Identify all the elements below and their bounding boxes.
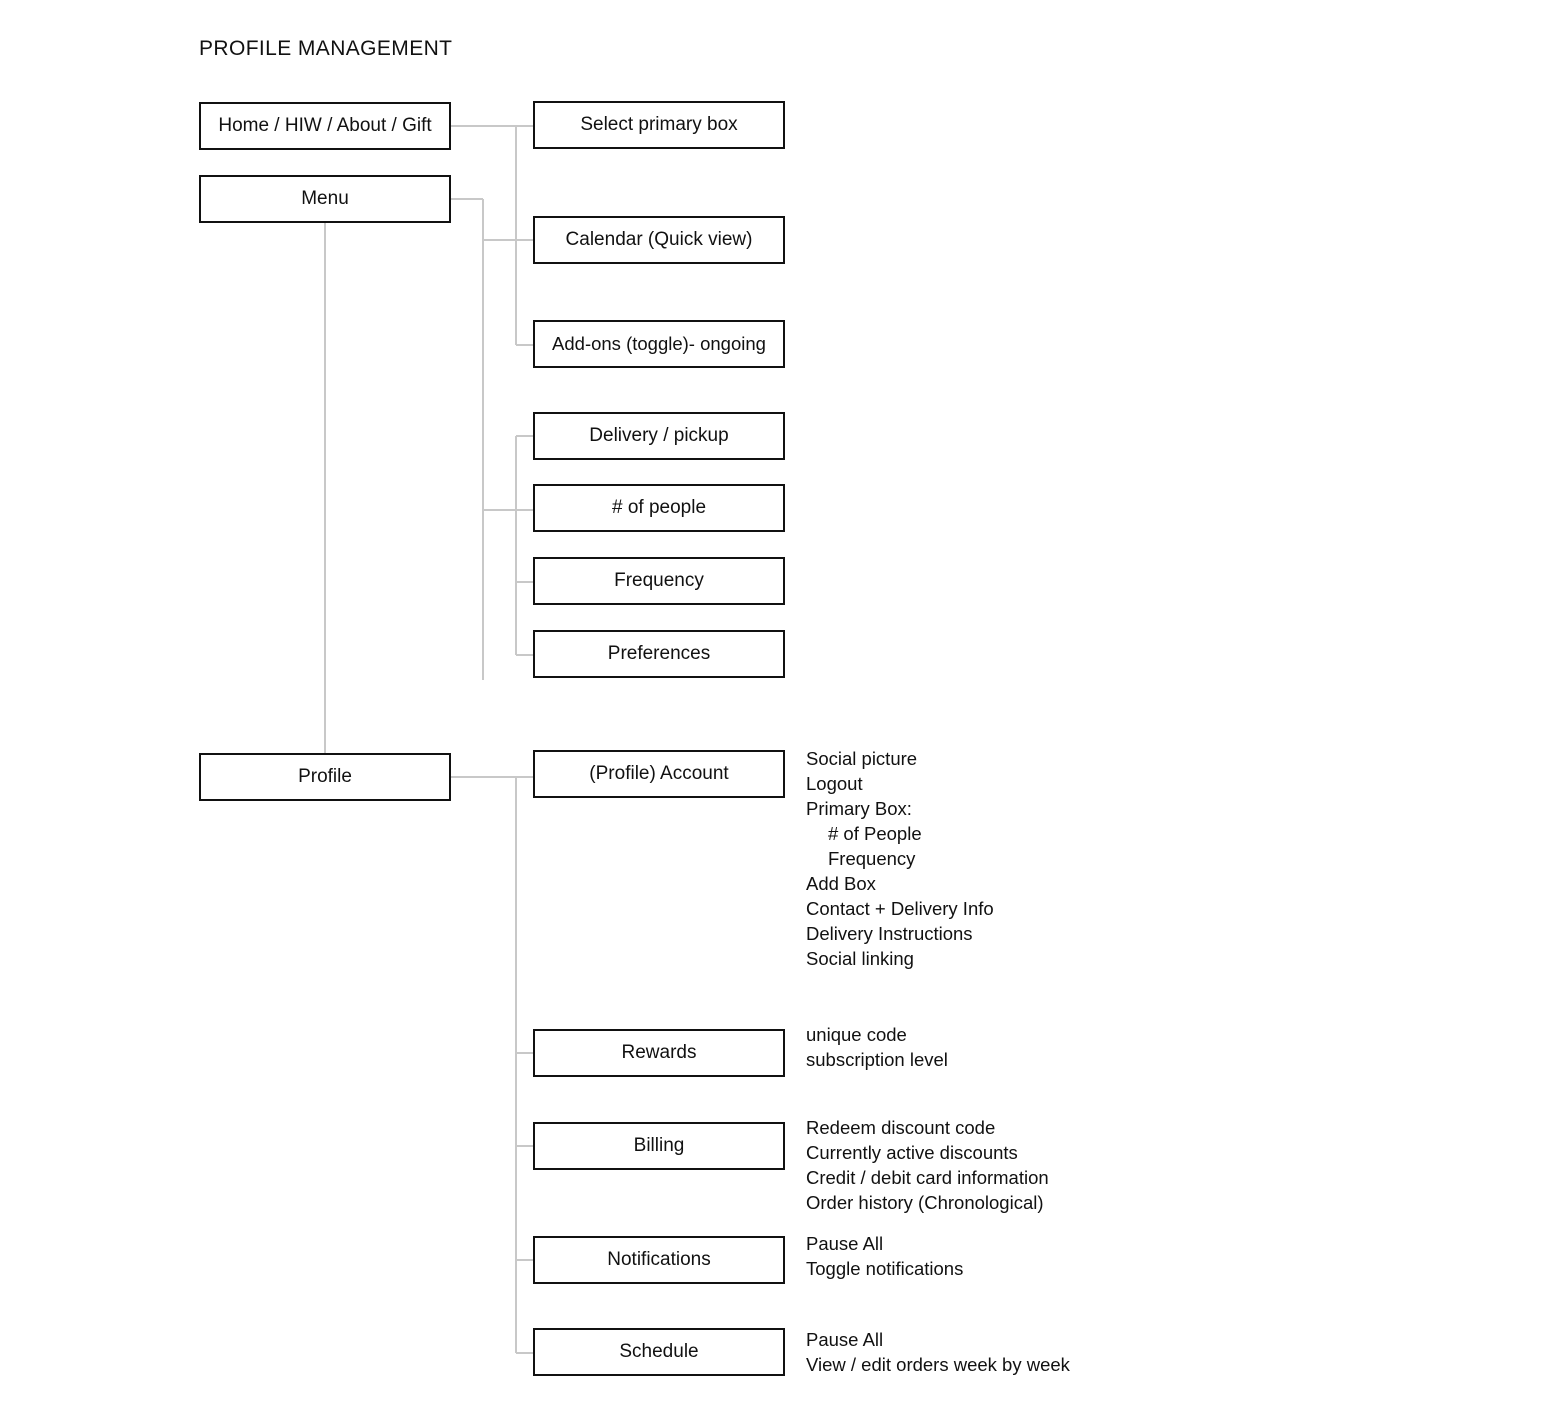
detail-item: Pause All <box>806 1329 884 1350</box>
detail-item: Redeem discount code <box>806 1117 996 1138</box>
detail-item: Logout <box>806 773 863 794</box>
detail-item: Pause All <box>806 1233 884 1254</box>
node-menu[interactable]: Menu <box>199 175 451 223</box>
node-select-primary-box[interactable]: Select primary box <box>533 101 785 149</box>
node-home[interactable]: Home / HIW / About / Gift <box>199 102 451 150</box>
node-delivery-pickup[interactable]: Delivery / pickup <box>533 412 785 460</box>
detail-item: Order history (Chronological) <box>806 1192 1044 1213</box>
detail-item: Credit / debit card information <box>806 1167 1049 1188</box>
node-calendar-quick-view[interactable]: Calendar (Quick view) <box>533 216 785 264</box>
node-add-ons-toggle[interactable]: Add-ons (toggle)- ongoing <box>533 320 785 368</box>
node-billing[interactable]: Billing <box>533 1122 785 1170</box>
detail-item: # of People <box>828 823 922 844</box>
node-profile-account[interactable]: (Profile) Account <box>533 750 785 798</box>
detail-item: Contact + Delivery Info <box>806 898 994 919</box>
node-frequency[interactable]: Frequency <box>533 557 785 605</box>
detail-item: unique code <box>806 1024 907 1045</box>
detail-item: subscription level <box>806 1049 948 1070</box>
detail-item: Currently active discounts <box>806 1142 1018 1163</box>
page-title: PROFILE MANAGEMENT <box>199 37 453 60</box>
detail-item: View / edit orders week by week <box>806 1354 1070 1375</box>
node-notifications[interactable]: Notifications <box>533 1236 785 1284</box>
detail-item: Add Box <box>806 873 876 894</box>
node-number-of-people[interactable]: # of people <box>533 484 785 532</box>
detail-item: Social picture <box>806 748 918 769</box>
detail-item: Primary Box: <box>806 798 912 819</box>
detail-item: Toggle notifications <box>806 1258 964 1279</box>
node-preferences[interactable]: Preferences <box>533 630 785 678</box>
detail-item: Social linking <box>806 948 914 969</box>
node-rewards[interactable]: Rewards <box>533 1029 785 1077</box>
node-profile[interactable]: Profile <box>199 753 451 801</box>
node-schedule[interactable]: Schedule <box>533 1328 785 1376</box>
detail-list-rewards: unique code subscription level <box>806 1022 948 1072</box>
detail-item: Frequency <box>828 848 916 869</box>
detail-item: Delivery Instructions <box>806 923 973 944</box>
